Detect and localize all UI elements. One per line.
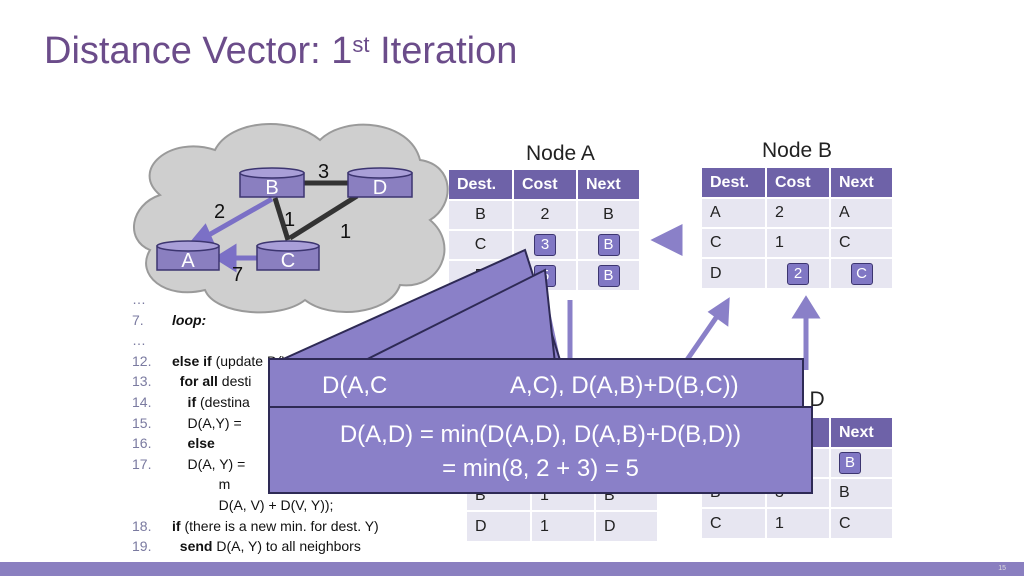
node-a-cylinder <box>156 240 220 271</box>
slide-title: Distance Vector: 1st Iteration <box>44 30 518 72</box>
algorithm-listing: … 7.loop: … 12.else if (update D(V, Y) r… <box>132 291 379 569</box>
node-b-cylinder <box>239 167 305 198</box>
callout-update-ad: D(A,D) = min(D(A,D), D(A,B)+D(B,D)) = mi… <box>268 406 813 494</box>
node-c-cylinder <box>256 240 320 271</box>
graph-edges <box>272 180 359 241</box>
edge-cost-bd: 3 <box>318 161 329 183</box>
node-c-dest: D <box>467 510 532 541</box>
node-a-next-c-highlight: B <box>597 234 620 256</box>
node-d-header-next: Next <box>830 418 894 448</box>
node-c-cost: 1 <box>531 510 596 541</box>
node-label-b: B <box>265 177 278 199</box>
footer-bar <box>0 562 1024 576</box>
edge-cost-bc: 1 <box>284 209 295 231</box>
node-c-next: D <box>595 510 659 541</box>
node-d-cylinder <box>347 167 413 198</box>
edge-cost-ca: 7 <box>232 264 243 286</box>
callout-update-ac: D(A,C A,C), D(A,B)+D(B,C)) <box>268 358 804 412</box>
node-a-cost-c-highlight: 3 <box>534 234 556 256</box>
node-label-a: A <box>181 250 195 272</box>
node-b-next-d-highlight: C <box>850 262 873 285</box>
edge-cost-ba: 2 <box>214 201 225 223</box>
node-b-title: Node B <box>762 139 833 162</box>
node-d-next-highlight: B <box>839 452 861 474</box>
node-a-title: Node A <box>526 142 595 165</box>
node-label-d: D <box>373 177 387 199</box>
slide-number: 15 <box>998 565 1006 572</box>
edge-cost-cd: 1 <box>340 221 351 243</box>
node-a-next-d-highlight: B <box>597 264 620 287</box>
node-label-c: C <box>281 250 295 272</box>
node-b-cost-d-highlight: 2 <box>787 262 809 285</box>
